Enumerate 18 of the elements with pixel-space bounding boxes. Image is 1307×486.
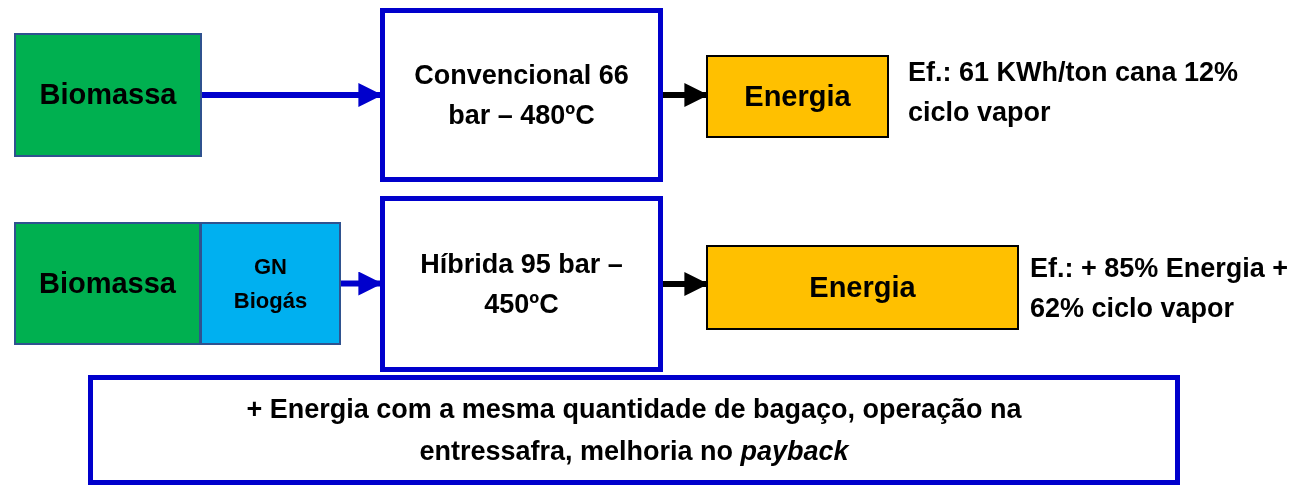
process-box (380, 8, 663, 182)
box-label: GN Biogás (232, 252, 309, 315)
box-label: Energia (809, 269, 916, 305)
box-label: Híbrida 95 bar – 450ºC (419, 248, 624, 321)
box-label: + Energia com a mesma quantidade de bagaço, operação na entressafra, melhoria no payback (245, 393, 1023, 468)
box-label: Biomassa (39, 265, 176, 301)
efficiency-note: Ef.: 61 KWh/ton cana 12% ciclo vapor (908, 56, 1240, 129)
process-box (88, 375, 1180, 485)
block (706, 55, 889, 138)
block (200, 222, 341, 345)
box-label: Biomassa (39, 77, 177, 113)
block (14, 33, 202, 157)
efficiency-note: Ef.: + 85% Energia + 62% ciclo vapor (1030, 252, 1290, 325)
process-box (380, 196, 663, 372)
box-label: Energia (744, 78, 851, 114)
box-label: Convencional 66 bar – 480ºC (413, 59, 630, 132)
block (706, 245, 1019, 330)
block (14, 222, 201, 345)
